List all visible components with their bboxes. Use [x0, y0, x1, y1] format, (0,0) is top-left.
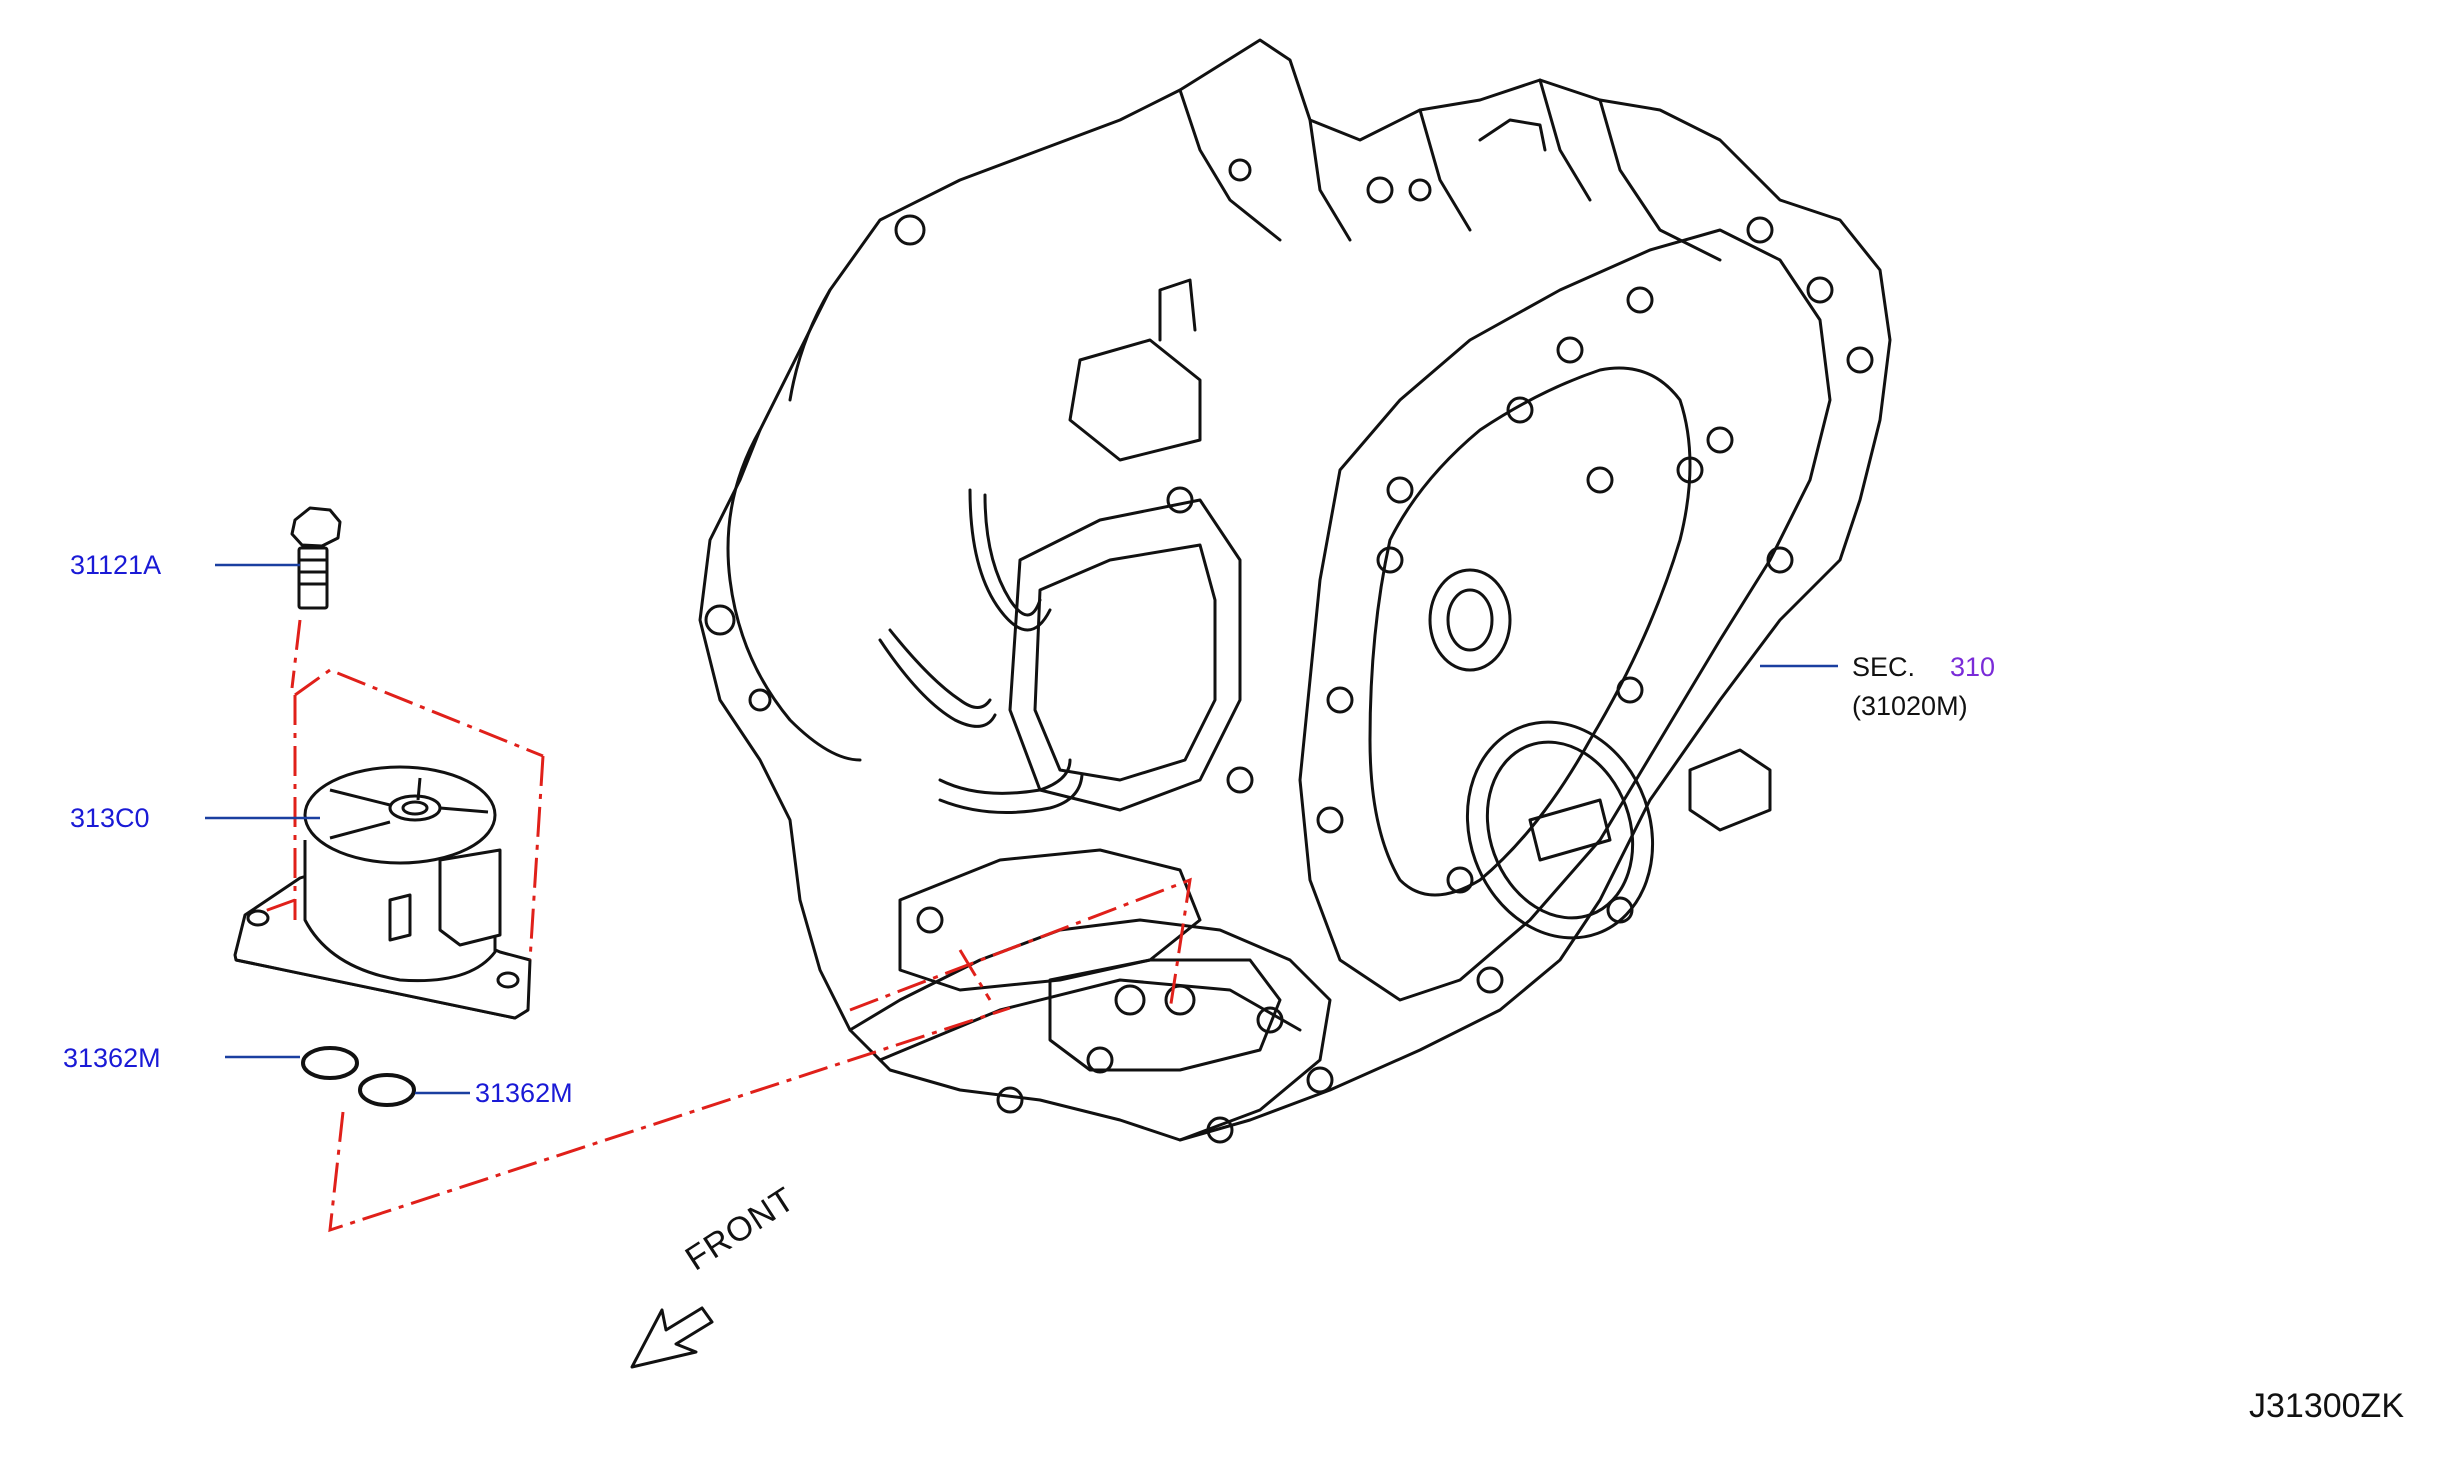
bolt-part	[290, 506, 342, 610]
transmission-assembly	[698, 38, 1892, 1144]
section-link[interactable]: 310	[1950, 652, 1996, 682]
assembly-lines	[261, 619, 1192, 1233]
leader-lines	[205, 563, 1838, 1095]
callout-solenoid[interactable]: 313C0	[70, 803, 150, 833]
oring-right	[358, 1073, 416, 1107]
section-prefix: SEC.	[1852, 652, 1916, 682]
section-subref: (31020M)	[1852, 691, 1968, 721]
diagram-code: J31300ZK	[2249, 1387, 2404, 1425]
solenoid-part	[233, 765, 532, 1020]
callout-oring-left[interactable]: 31362M	[63, 1043, 161, 1073]
callout-bolt[interactable]: 31121A	[70, 550, 162, 580]
front-arrow-icon	[630, 1306, 714, 1369]
oring-left	[301, 1046, 359, 1080]
callout-oring-right[interactable]: 31362M	[475, 1078, 573, 1108]
oring-parts	[301, 1046, 416, 1107]
housing-bolts	[704, 158, 1874, 1144]
